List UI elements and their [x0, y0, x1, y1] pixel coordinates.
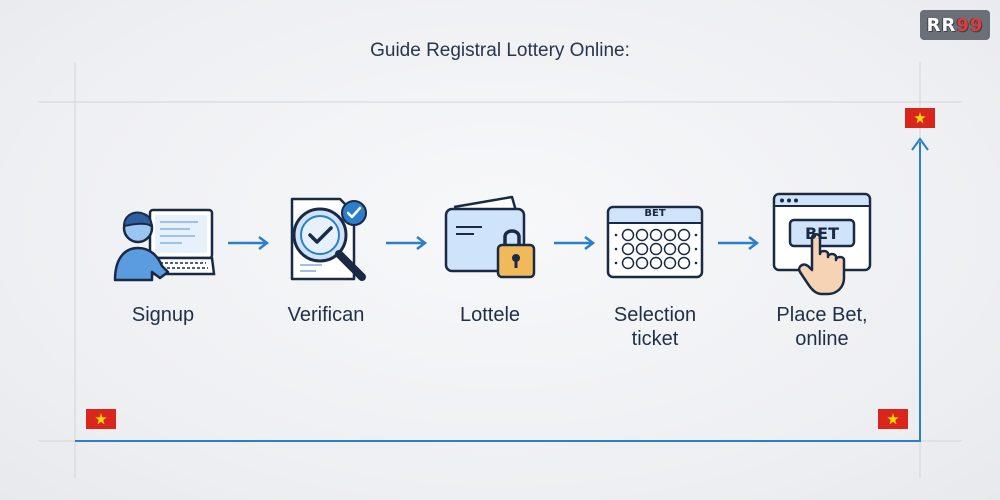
step-label-selection-ticket: Selection ticket: [613, 304, 697, 350]
logo-text-99: 99: [956, 14, 984, 36]
axis-arrowhead-icon: [911, 137, 929, 151]
ticket-header-label: BET: [644, 208, 666, 219]
bet-browser-icon: BET: [772, 192, 872, 297]
flow-arrow-icon: [718, 236, 760, 250]
flow-arrow-icon: [554, 236, 596, 250]
vietnam-flag-icon: [905, 108, 935, 128]
step-label-lottele: Lottele: [459, 304, 521, 326]
logo-text-rr: RR: [926, 14, 957, 36]
vietnam-flag-icon: [86, 409, 116, 429]
magnifier-check-icon: [290, 197, 367, 281]
step-label-signup: Signup: [131, 304, 195, 326]
flow-arrow-icon: [386, 236, 428, 250]
step-label-place-bet: Place Bet, online: [776, 304, 868, 350]
flow-arrow-icon: [228, 236, 270, 250]
page-title: Guide Registral Lottery Online:: [370, 40, 630, 61]
progress-axis: [75, 142, 921, 442]
step-label-verification: Verifican: [287, 304, 365, 326]
ticket-card-icon: [606, 205, 704, 279]
ticket-grid-icon: BET: [606, 205, 704, 279]
browser-window-icon: [772, 192, 872, 296]
vietnam-flag-icon: [878, 409, 908, 429]
user-laptop-icon: [113, 208, 216, 282]
bet-button: BET: [804, 224, 840, 243]
wallet-lock-icon: [444, 195, 536, 279]
